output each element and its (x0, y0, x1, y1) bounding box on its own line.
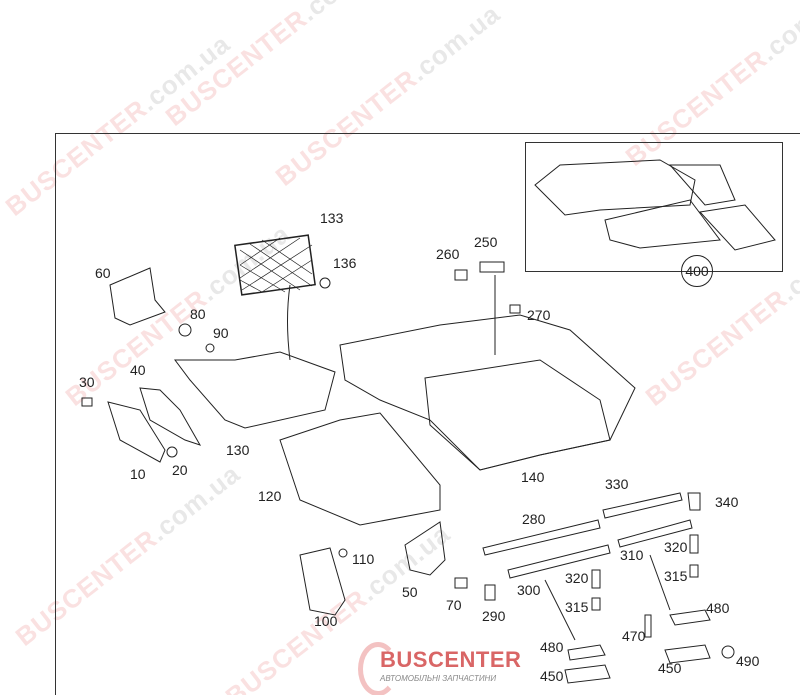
callout-400: 400 (681, 255, 713, 287)
diagram-frame (55, 133, 800, 695)
callout-100: 100 (314, 613, 338, 629)
callout-340: 340 (715, 494, 739, 510)
callout-10: 10 (130, 466, 146, 482)
callout-30: 30 (79, 374, 95, 390)
callout-60: 60 (95, 265, 111, 281)
callout-480: 480 (706, 600, 730, 616)
floor-140 (339, 314, 636, 471)
bracket-60 (109, 267, 166, 326)
mat-set-inset (525, 142, 783, 272)
callout-110: 110 (352, 551, 375, 567)
callout-260: 260 (436, 246, 460, 262)
callout-80: 80 (190, 306, 206, 322)
callout-133: 133 (320, 210, 344, 226)
bracket-50 (404, 521, 446, 576)
callout-140: 140 (521, 469, 545, 485)
callout-320: 320 (664, 539, 688, 555)
callout-290: 290 (482, 608, 506, 624)
callout-50: 50 (402, 584, 418, 600)
callout-120: 120 (258, 488, 282, 504)
trim-120 (279, 412, 441, 526)
sill-300 (507, 544, 611, 579)
callout-320: 320 (565, 570, 589, 586)
callout-130: 130 (226, 442, 250, 458)
floor-mats (534, 159, 776, 251)
callout-470: 470 (622, 628, 646, 644)
callout-330: 330 (605, 476, 629, 492)
logo-name: BUSCENTER (380, 647, 522, 672)
trim-130 (174, 351, 336, 429)
logo-tagline: АВТОМОБІЛЬНІ ЗАПЧАСТИНИ (380, 674, 497, 683)
callout-280: 280 (522, 511, 546, 527)
callout-250: 250 (474, 234, 498, 250)
bracket-100 (299, 547, 346, 616)
callout-90: 90 (213, 325, 229, 341)
panel-40 (139, 387, 202, 446)
callout-136: 136 (333, 255, 357, 271)
callout-310: 310 (620, 547, 644, 563)
clip-136 (319, 277, 331, 289)
callout-450: 450 (658, 660, 682, 676)
buscenter-logo: BUSCENTER АВТОМОБІЛЬНІ ЗАПЧАСТИНИ (358, 642, 522, 695)
sill-310 (617, 519, 693, 548)
callout-70: 70 (446, 597, 462, 613)
sill-280 (482, 519, 601, 556)
sill-330 (602, 492, 683, 519)
callout-315: 315 (664, 568, 688, 584)
callout-315: 315 (565, 599, 589, 615)
callout-40: 40 (130, 362, 146, 378)
panel-10 (107, 401, 166, 463)
callout-480: 480 (540, 639, 564, 655)
cargo-net (234, 234, 316, 361)
callout-450: 450 (540, 668, 564, 684)
callout-300: 300 (517, 582, 541, 598)
callout-20: 20 (172, 462, 188, 478)
callout-490: 490 (736, 653, 760, 669)
callout-270: 270 (527, 307, 551, 323)
logo-mark (358, 642, 398, 695)
